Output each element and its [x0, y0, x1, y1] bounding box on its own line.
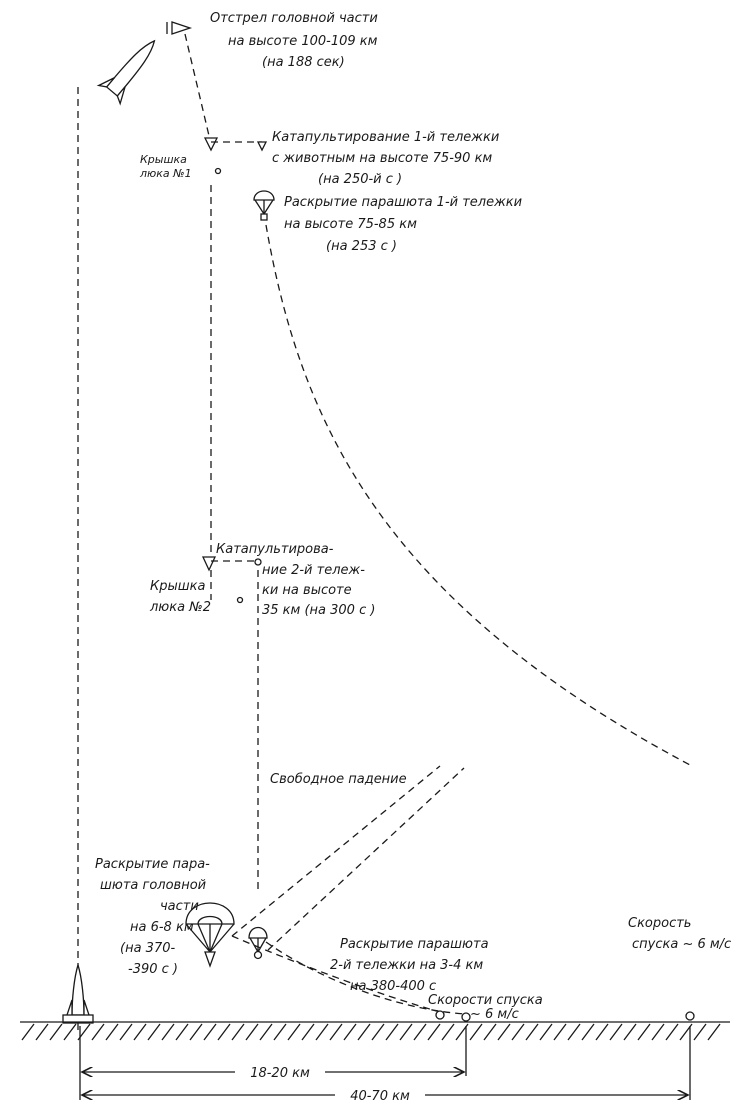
- nose-parachute-icon: [185, 902, 235, 968]
- hatch-cover-1-icon: [214, 167, 222, 175]
- distance-far-label: 40-70 км: [350, 1089, 410, 1104]
- ground: [20, 1021, 730, 1041]
- cart2-landing-icon: [461, 1012, 471, 1022]
- descent-speed-cart2-label: Скорости спуска ~ 6 м/с: [428, 993, 547, 1022]
- nose-descent-path: [184, 33, 211, 141]
- hatch-cover-2-icon: [236, 596, 244, 604]
- cart2-parachute-label: Раскрытие парашюта 2-й тележки на 3-4 км…: [330, 937, 493, 994]
- nose-landing-icon: [435, 1010, 445, 1020]
- separation-node-2-icon: [201, 556, 217, 572]
- cart2-icon: [254, 558, 262, 566]
- separation-node-1-icon: [203, 137, 219, 152]
- cart2-ground-path: [267, 767, 465, 951]
- rocket-icon: [96, 39, 156, 106]
- cart1-parachute-icon: [253, 190, 275, 221]
- nose-separation-label: Отстрел головной части на высоте 100-109…: [210, 11, 382, 70]
- cart2-glide-path: [265, 941, 467, 1015]
- nose-glide-path: [231, 935, 441, 1013]
- free-fall-label: Свободное падение: [270, 772, 407, 787]
- cart2-parachute-icon: [248, 926, 268, 960]
- hatch-cover-1-label: Крышка люка №1: [139, 153, 192, 180]
- cart1-icon: [256, 141, 268, 152]
- nose-parachute-label: Раскрытие пара- шюта головной части на 6…: [95, 857, 214, 977]
- nose-ground-path: [231, 765, 441, 937]
- cart1-descent-path: [265, 224, 691, 766]
- distance-near-label: 18-20 км: [250, 1066, 310, 1081]
- launch-pad-rocket-icon: [62, 962, 94, 1024]
- nose-cone-icon: [166, 21, 193, 35]
- cart1-ejection-label: Катапультирование 1-й тележки с животным…: [272, 130, 503, 187]
- cart2-ejection-label: Катапультирова- ние 2-й тележ- ки на выс…: [216, 542, 375, 618]
- hatch-cover-2-label: Крышка люка №2: [149, 579, 211, 615]
- cart1-parachute-label: Раскрытие парашюта 1-й тележки на высоте…: [284, 195, 526, 254]
- descent-speed-cart1-label: Скорость спуска ~ 6 м/с: [628, 916, 731, 952]
- cart1-landing-icon: [685, 1011, 695, 1021]
